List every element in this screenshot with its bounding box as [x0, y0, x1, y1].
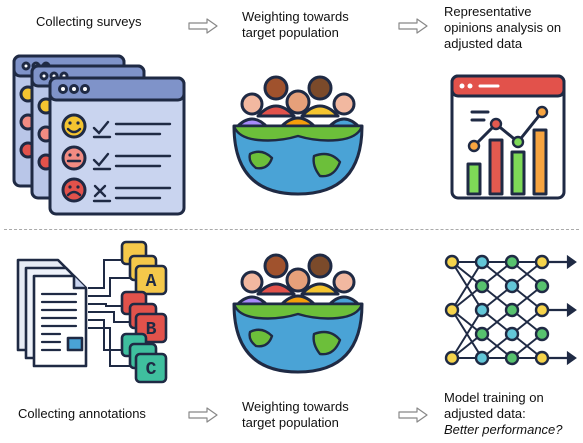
- label-weighting-bottom: Weighting towards target population: [242, 399, 349, 430]
- arrow-right-icon: [188, 18, 218, 34]
- label-better-performance: Better performance?: [444, 422, 563, 437]
- label-collecting-annotations: Collecting annotations: [18, 406, 146, 421]
- annotations-icon: A B C: [16, 240, 168, 384]
- arrow-right-icon: [398, 18, 428, 34]
- survey-forms-icon: [12, 54, 186, 216]
- arrow-right-icon: [188, 407, 218, 423]
- label-representative-analysis: Representative opinions analysis on adju…: [444, 4, 562, 51]
- label-model-training: Model training on adjusted data: Better …: [444, 390, 579, 438]
- neural-network-icon: [444, 254, 577, 366]
- analytics-chart-icon: [450, 74, 566, 200]
- label-collecting-surveys: Collecting surveys: [36, 14, 142, 29]
- tag-letter-c: C: [146, 360, 157, 380]
- label-weighting-top: Weighting towards target population: [242, 9, 349, 40]
- tag-letter-b: B: [146, 320, 157, 340]
- population-globe-icon: [232, 253, 364, 374]
- arrow-right-icon: [398, 407, 428, 423]
- population-globe-icon: [232, 75, 364, 196]
- label-model-training-main: Model training on adjusted data:: [444, 390, 544, 421]
- tag-letter-a: A: [146, 272, 157, 292]
- section-divider: [4, 229, 579, 230]
